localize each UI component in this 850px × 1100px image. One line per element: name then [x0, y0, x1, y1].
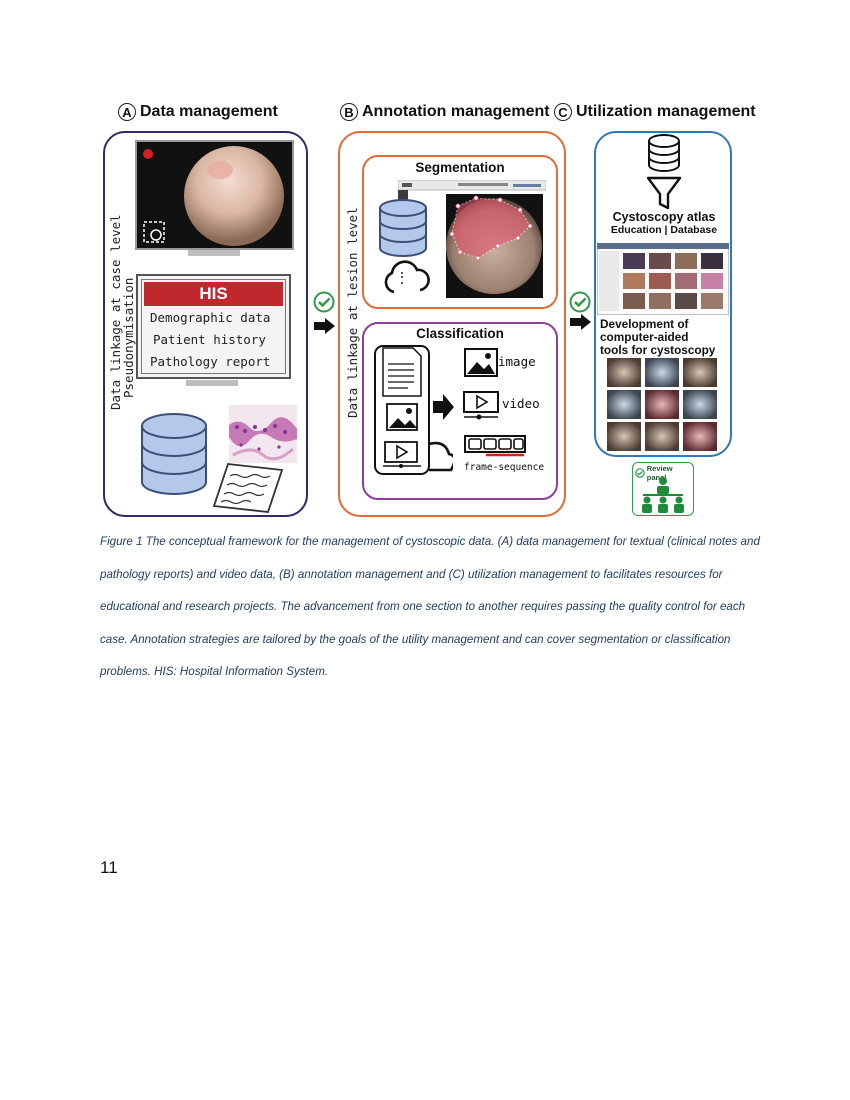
section-c-header: C Utilization management — [554, 100, 756, 124]
tablet-device-icon — [374, 345, 453, 475]
histology-image — [229, 405, 297, 463]
his-item: Demographic data — [150, 310, 271, 325]
section-c-letter: C — [554, 103, 572, 121]
class-label-image: image — [498, 354, 536, 369]
segmentation-title: Segmentation — [415, 160, 505, 175]
image-icon — [464, 348, 498, 377]
panel-c — [594, 131, 732, 457]
arrow-right-icon — [433, 394, 454, 420]
review-team-icon — [642, 477, 684, 513]
review-panel-box: Review panel — [632, 462, 694, 516]
figure-caption: Figure 1 The conceptual framework for th… — [100, 535, 760, 678]
panel-a-vertical-text-2: Pseudonymisation — [121, 277, 136, 398]
review-panel-title: Review panel — [646, 464, 673, 482]
section-a-letter: A — [118, 103, 136, 121]
section-b-letter: B — [340, 103, 358, 121]
his-item: Pathology report — [150, 354, 271, 369]
classification-title: Classification — [416, 326, 504, 341]
section-a-header: A Data management — [118, 100, 278, 124]
cystoscopy-monitor-image — [135, 140, 294, 256]
panel-b-vertical-text: Data linkage at lesion level — [345, 207, 360, 418]
his-box: HIS Demographic data Patient history Pat… — [136, 274, 291, 379]
check-icon — [569, 291, 591, 313]
panel-a — [103, 131, 308, 517]
section-c-title: Utilization management — [576, 103, 756, 120]
cystoscopy-frame-grid — [607, 358, 717, 451]
development-title-line: computer-aided — [600, 330, 689, 344]
his-item: Patient history — [153, 332, 266, 347]
development-title: Development of computer-aided tools for … — [600, 318, 730, 357]
arrow-right-icon — [570, 314, 591, 330]
page-number: 11 — [100, 858, 118, 877]
record-dot-icon — [143, 149, 153, 159]
his-title: HIS — [144, 282, 283, 306]
section-b-title: Annotation management — [362, 103, 550, 120]
arrow-right-icon — [314, 318, 335, 334]
classification-box — [362, 322, 558, 500]
class-label-video: video — [502, 396, 540, 411]
check-icon — [313, 291, 335, 313]
database-icon — [141, 413, 207, 495]
filter-icon — [646, 176, 682, 210]
segmentation-box — [362, 155, 558, 309]
database-icon — [648, 134, 680, 172]
frame-sequence-icon — [464, 435, 526, 457]
atlas-title: Cystoscopy atlas — [612, 210, 716, 224]
check-icon — [635, 468, 645, 478]
atlas-subtitle: Education | Database — [610, 224, 718, 236]
report-document-icon — [212, 463, 284, 513]
database-icon — [379, 199, 427, 257]
development-title-line: Development of — [600, 317, 689, 331]
cloud-icon — [384, 260, 430, 294]
panel-b — [338, 131, 566, 517]
section-a-title: Data management — [140, 103, 278, 120]
his-stand — [186, 380, 238, 386]
class-label-frame-sequence: frame-sequence — [464, 462, 545, 473]
section-b-header: B Annotation management — [340, 100, 550, 124]
atlas-website-screenshot — [597, 243, 729, 315]
development-title-line: tools for cystoscopy — [600, 343, 716, 357]
video-icon — [463, 391, 499, 420]
